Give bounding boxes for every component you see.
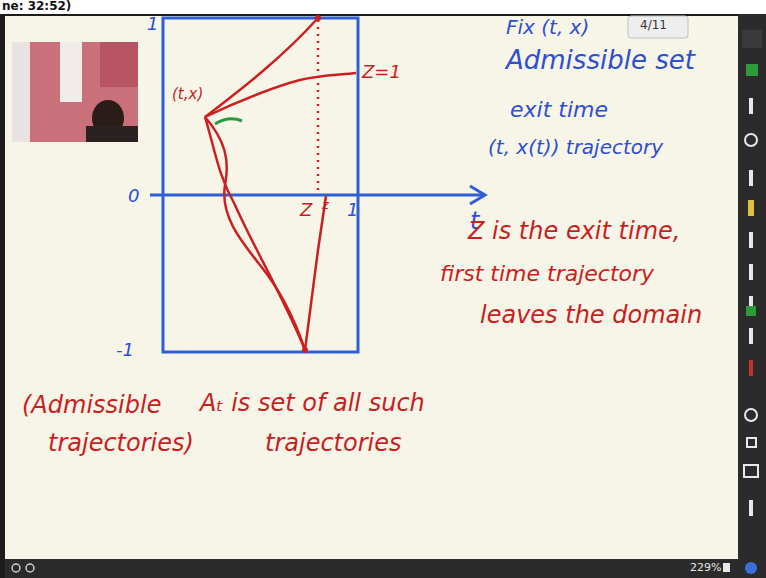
axis-tick: 1	[347, 200, 358, 220]
timestamp: ne: 32:52)	[2, 0, 71, 13]
note-text: Admissible set	[506, 46, 695, 75]
axis-tick: 1	[147, 14, 158, 34]
exit-label: Z=1	[362, 62, 401, 82]
bottom-bar	[5, 559, 738, 578]
exit-time-mark: z	[322, 198, 329, 212]
note-text: Aₜ is set of all such	[200, 390, 425, 416]
exit-point	[315, 15, 321, 21]
exit-point	[302, 347, 308, 353]
note-text: first time trajectory	[440, 262, 654, 286]
green-mark	[215, 119, 242, 124]
toolbar	[738, 14, 766, 578]
note-text: leaves the domain	[480, 302, 702, 328]
page-counter: 4/11	[640, 19, 667, 32]
note-text: Z is the exit time,	[468, 218, 680, 244]
note-text: Fix (t, x)	[506, 16, 589, 38]
note-text: (t, x(t)) trajectory	[488, 136, 663, 158]
trajectories	[205, 18, 356, 350]
note-text: trajectories)	[48, 430, 194, 456]
page-counter-box	[628, 16, 688, 38]
start-point-label: (t,x)	[172, 86, 203, 103]
exit-time-mark: Z	[300, 200, 312, 220]
axis-tick: -1	[116, 340, 134, 360]
top-strip	[0, 0, 766, 14]
note-text: exit time	[510, 98, 608, 122]
axis-tick: 0	[128, 186, 139, 206]
video-thumbnail	[12, 42, 138, 142]
domain-rectangle	[163, 18, 358, 352]
note-text: trajectories	[265, 430, 402, 456]
whiteboard	[5, 16, 738, 559]
note-text: (Admissible	[22, 392, 161, 418]
zoom-level: 229%	[690, 562, 721, 574]
